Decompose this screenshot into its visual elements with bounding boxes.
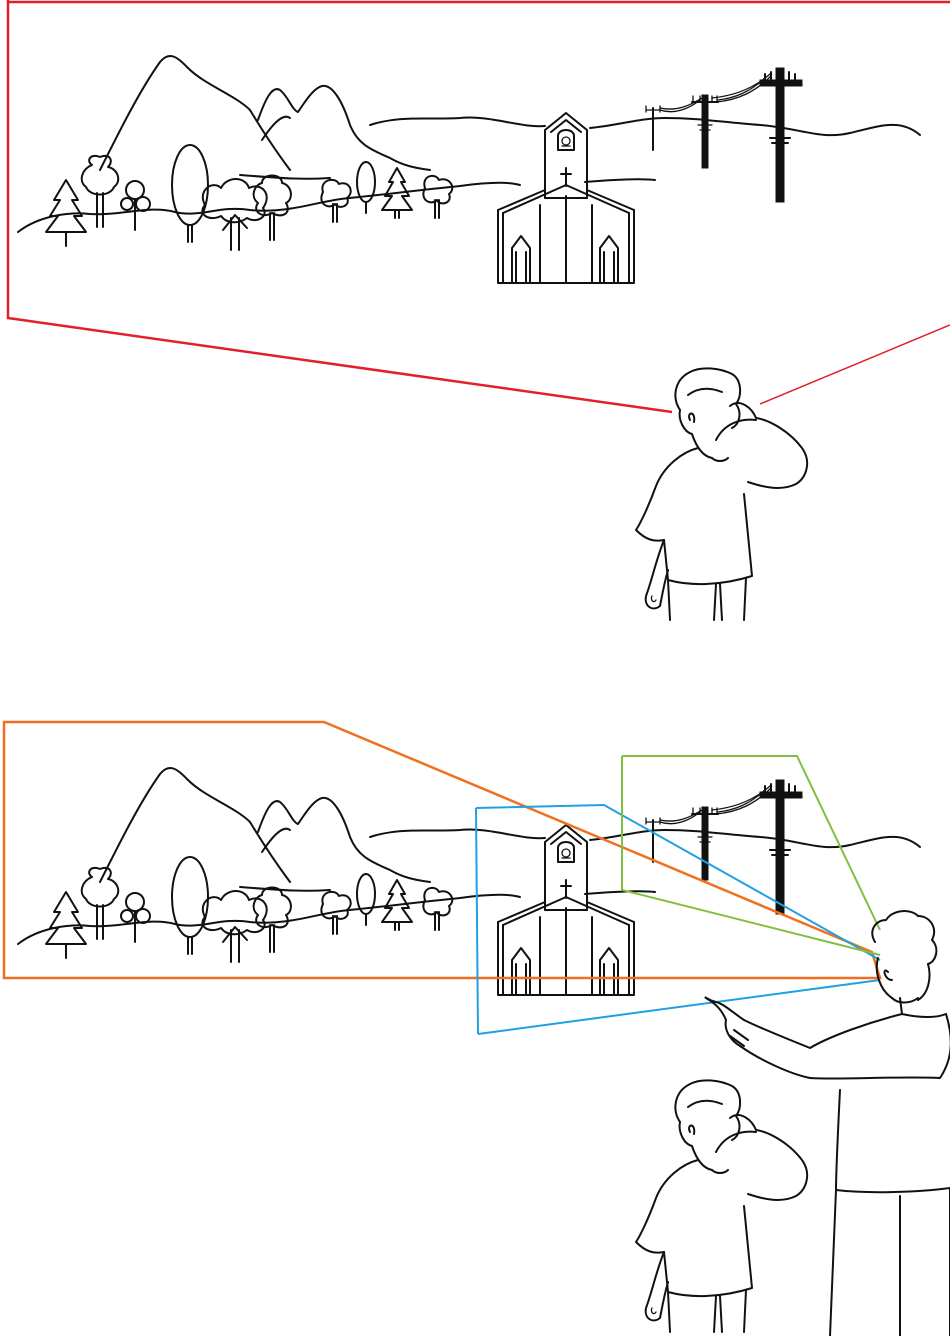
landscape-illustration-2: [18, 768, 920, 995]
wide-view-frame: [8, 0, 672, 412]
adult-figure: [705, 911, 950, 1336]
child-figure-2: [636, 1080, 807, 1332]
church-view-frame: [476, 805, 880, 1034]
wide-view-ray: [760, 325, 950, 404]
landscape-illustration: [18, 56, 920, 283]
child-figure: [636, 368, 807, 620]
shared-viewer-scene: [0, 660, 950, 1336]
power-lines-view-frame: [622, 756, 880, 955]
single-viewer-scene: [0, 0, 950, 660]
